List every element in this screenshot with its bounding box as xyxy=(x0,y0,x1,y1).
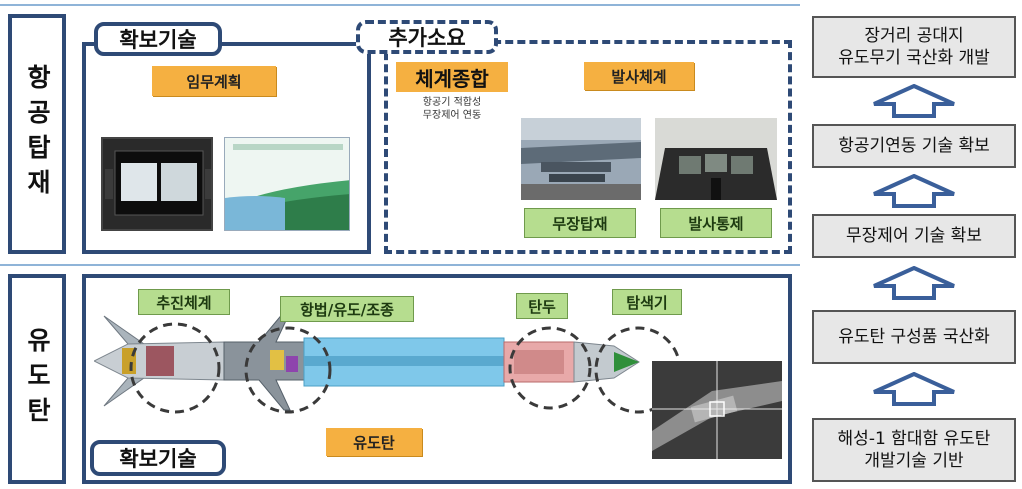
weapon-loading-label: 무장탑재 xyxy=(524,208,636,238)
roadmap-base-line-1: 해성-1 함대함 유도탄 xyxy=(837,429,991,449)
weapon-loading-photo xyxy=(521,118,641,200)
tablet-illustration xyxy=(103,139,211,229)
up-arrow-icon xyxy=(873,372,955,406)
roadmap-goal-line-2: 유도무기 국산화 개발 xyxy=(838,48,990,68)
roadmap-base-line-2: 개발기술 기반 xyxy=(864,451,964,471)
navigation-highlight-circle xyxy=(244,326,332,414)
navigation-label: 항법/유도/조종 xyxy=(280,296,414,322)
roadmap-step-weapon-control: 무장제어 기술 확보 xyxy=(812,214,1016,258)
propulsion-label: 추진체계 xyxy=(138,289,230,315)
mission-screen-photo xyxy=(224,137,350,231)
seeker-image-illustration xyxy=(652,361,782,459)
launch-control-label: 발사통제 xyxy=(660,208,772,238)
roadmap-base-box: 해성-1 함대함 유도탄 개발기술 기반 xyxy=(812,418,1016,482)
mission-tablet-photo xyxy=(101,137,213,231)
missile-secured-tech-tab: 확보기술 xyxy=(90,440,226,476)
additional-requirements-tab: 추가소요 xyxy=(356,20,498,54)
middle-divider-line xyxy=(0,264,800,266)
additional-requirements-panel xyxy=(384,40,792,254)
row-label-missile: 유도탄 xyxy=(8,274,66,484)
warhead-highlight-circle xyxy=(508,326,592,410)
up-arrow-icon xyxy=(873,266,955,300)
aircraft-illustration xyxy=(521,118,641,200)
warhead-label: 탄두 xyxy=(516,293,568,319)
integration-note-aircraft: 항공기 적합성 xyxy=(422,97,482,108)
launch-control-photo xyxy=(655,118,777,200)
roadmap-step-aircraft-integration: 항공기연동 기술 확보 xyxy=(812,124,1016,168)
mission-plan-label: 임무계획 xyxy=(152,66,276,96)
seeker-image-photo xyxy=(652,361,782,459)
row-label-aircraft: 항공탑재 xyxy=(8,14,66,254)
roadmap-goal-box: 장거리 공대지 유도무기 국산화 개발 xyxy=(812,16,1016,78)
top-divider-line xyxy=(0,4,800,6)
secured-tech-tab: 확보기술 xyxy=(94,22,222,56)
roadmap-step-component-localization: 유도탄 구성품 국산화 xyxy=(812,310,1016,364)
up-arrow-icon xyxy=(873,84,955,118)
system-integration-label: 체계종합 xyxy=(396,62,508,92)
missile-label: 유도탄 xyxy=(326,428,422,456)
up-arrow-icon xyxy=(873,174,955,208)
cockpit-illustration xyxy=(655,118,777,200)
launch-system-label: 발사체계 xyxy=(584,62,694,90)
screen-illustration xyxy=(225,138,349,230)
propulsion-highlight-circle xyxy=(129,322,221,414)
roadmap-goal-line-1: 장거리 공대지 xyxy=(864,26,964,46)
integration-note-weapon: 무장제어 연동 xyxy=(422,110,482,121)
seeker-label: 탐색기 xyxy=(612,289,682,315)
